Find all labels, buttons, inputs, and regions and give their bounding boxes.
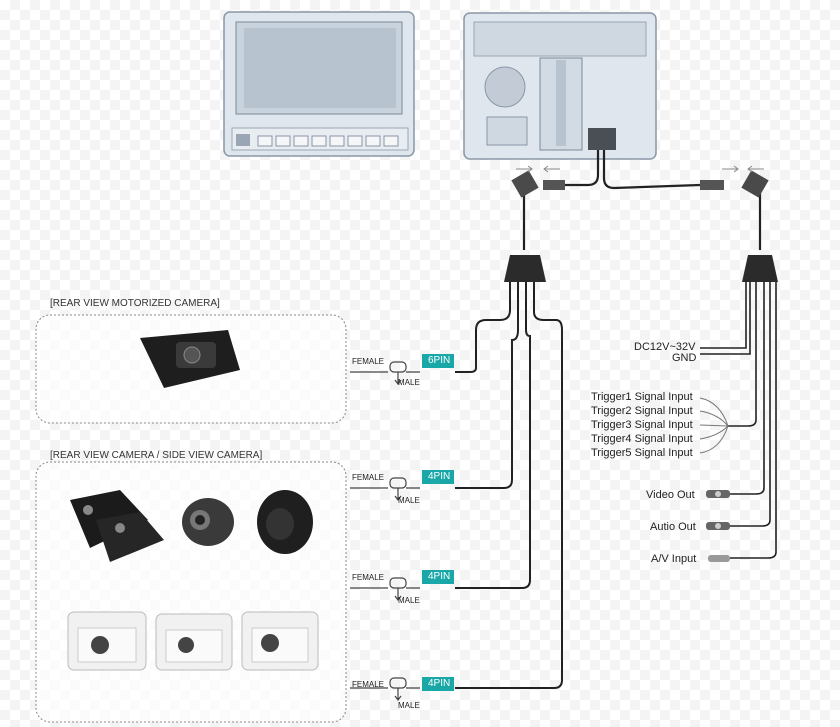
female-label: FEMALE (352, 357, 385, 366)
trigger-5-label: Trigger5 Signal Input (591, 447, 693, 459)
monitor-back (463, 12, 657, 160)
video-out-label: Video Out (646, 489, 695, 501)
rca-video-out (706, 490, 730, 498)
pin-badge: 4PIN (422, 470, 455, 484)
monitor-cables (522, 150, 762, 250)
section-title-rear-side: [REAR VIEW CAMERA / SIDE VIEW CAMERA] (50, 450, 263, 461)
motorized-camera-image (140, 330, 240, 388)
connector-glyph-2 (350, 477, 420, 501)
direction-arrows (516, 165, 764, 173)
av-input-label: A/V Input (651, 553, 697, 565)
white-camera-3-image (241, 611, 319, 671)
white-camera-2-image (155, 613, 233, 671)
power-gnd-label: GND (672, 352, 697, 364)
power-dc-label: DC12V~32V (634, 341, 696, 353)
splitter-left (504, 255, 546, 282)
plug-left (511, 170, 565, 198)
splitter-right (742, 255, 778, 282)
male-label: MALE (398, 496, 420, 505)
dome-camera-image (182, 498, 234, 546)
trigger-1-label: Trigger1 Signal Input (591, 391, 693, 403)
female-label: FEMALE (352, 573, 385, 582)
male-label: MALE (398, 378, 420, 387)
male-label: MALE (398, 596, 420, 605)
connector-glyph-3 (350, 577, 420, 601)
plug-right (700, 170, 769, 198)
trigger-2-label: Trigger2 Signal Input (591, 405, 693, 417)
male-label: MALE (398, 701, 420, 710)
side-camera-black-image (70, 490, 164, 562)
right-harness (700, 282, 777, 559)
connector-glyph-1 (350, 361, 420, 385)
pin-badge: 4PIN (422, 570, 455, 584)
monitor-front (223, 11, 415, 157)
audio-out-label: Autio Out (650, 521, 696, 533)
section-title-motorized: [REAR VIEW MOTORIZED CAMERA] (50, 298, 220, 309)
trigger-3-label: Trigger3 Signal Input (591, 419, 693, 431)
pin-badge: 4PIN (422, 677, 455, 691)
trigger-wires (699, 397, 729, 454)
female-label: FEMALE (352, 473, 385, 482)
round-camera-image (257, 490, 313, 554)
female-label: FEMALE (352, 680, 385, 689)
trigger-4-label: Trigger4 Signal Input (591, 433, 693, 445)
rca-av-input (708, 555, 730, 562)
left-harness (455, 282, 563, 689)
white-camera-1-image (67, 611, 147, 671)
connector-glyph-4 (350, 677, 420, 701)
pin-badge: 6PIN (422, 354, 455, 368)
rca-audio-out (706, 522, 730, 530)
